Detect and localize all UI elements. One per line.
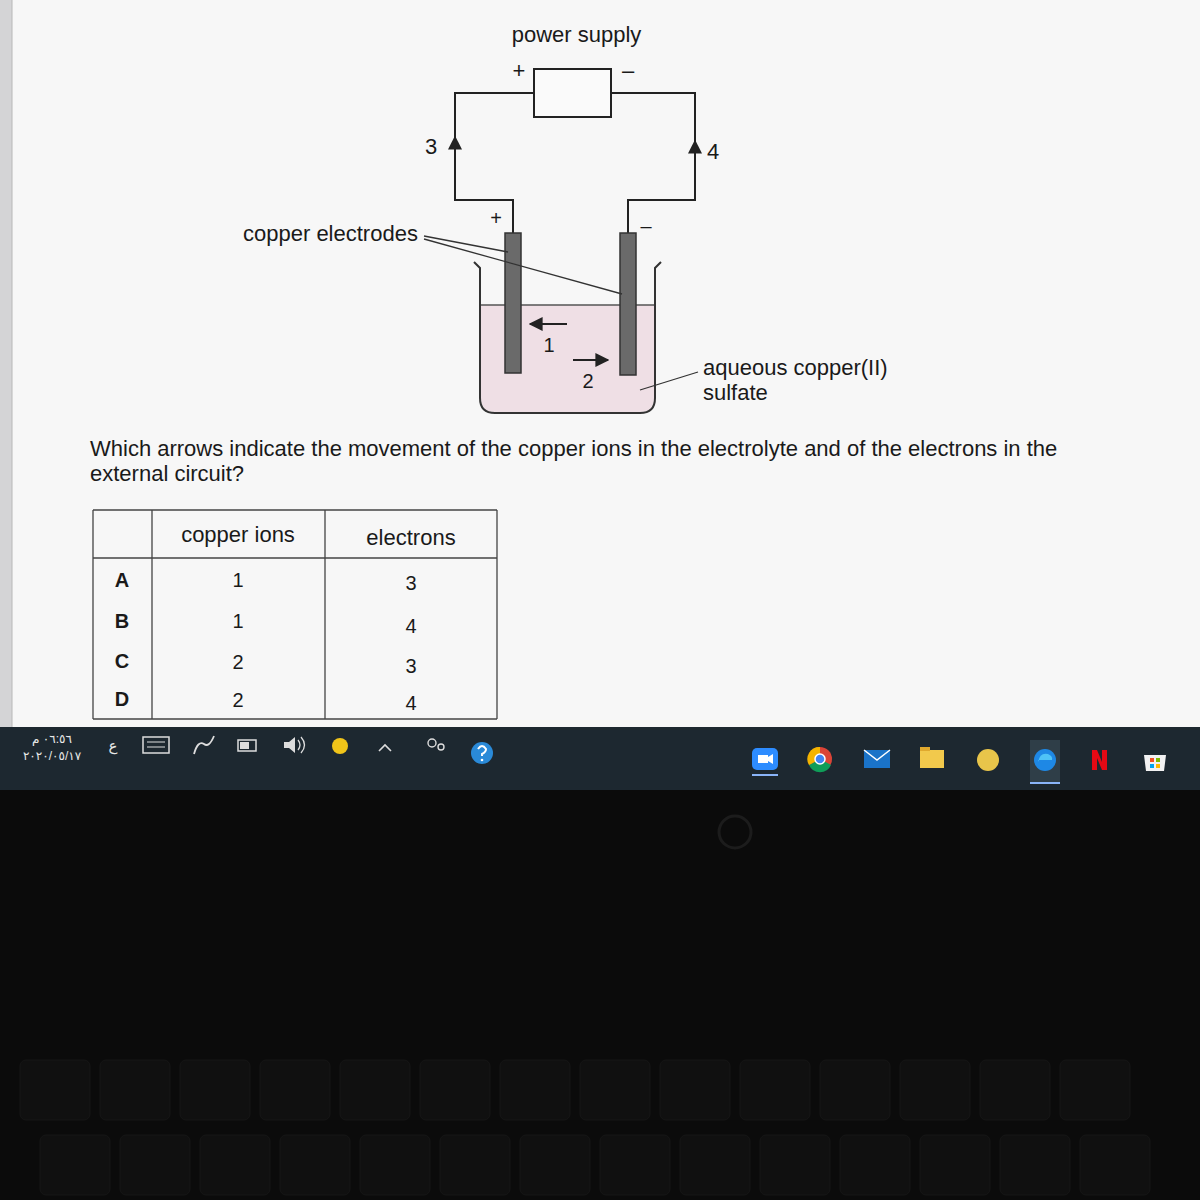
current-arrow (694, 141, 696, 162)
option-letter: C (115, 650, 129, 673)
logo (719, 816, 751, 848)
electrode (505, 233, 521, 373)
callout-number: 2 (582, 370, 593, 393)
table-cell: 4 (405, 692, 416, 715)
table-grid (93, 510, 497, 719)
electrode (620, 233, 636, 375)
table-header: copper ions (181, 522, 295, 547)
window-edge (0, 0, 12, 727)
window-border (12, 0, 13, 727)
wire (455, 93, 533, 233)
callout-number: 3 (425, 134, 437, 159)
option-letter: D (115, 688, 129, 711)
screen (0, 0, 1200, 727)
callout-number: 1 (543, 334, 554, 357)
option-letter: A (115, 569, 129, 592)
clock-date: ٢٠٢٠/٠٥/١٧ (23, 750, 81, 764)
option-letter: B (115, 610, 129, 633)
table-header: electrons (366, 525, 455, 550)
leader-line (424, 236, 508, 252)
table-cell: 3 (405, 655, 416, 678)
table-cell: 2 (232, 689, 243, 712)
terminal-sign: – (622, 58, 634, 83)
table-cell: 2 (232, 651, 243, 674)
table-cell: 4 (405, 615, 416, 638)
table-cell: 3 (405, 572, 416, 595)
current-arrow (454, 137, 456, 158)
question-text: Which arrows indicate the movement of th… (90, 436, 1120, 487)
tray-icons (143, 736, 493, 764)
callout-number: 4 (707, 139, 719, 164)
box-outline (533, 68, 612, 118)
part-label: aqueous copper(II) sulfate (703, 355, 903, 406)
input-language: ع (109, 737, 118, 754)
ion-arrow (530, 323, 567, 325)
app-icons (752, 740, 1166, 784)
terminal-sign: – (640, 215, 651, 238)
table-cell: 1 (232, 610, 243, 633)
terminal-sign: + (490, 207, 502, 230)
wire (612, 93, 695, 233)
clock-time: ٠٦:٥٦ م (32, 733, 72, 747)
box-heading: power supply (497, 22, 656, 48)
leader-line (424, 239, 622, 294)
ion-arrow (573, 359, 608, 361)
terminal-sign: + (513, 58, 526, 83)
laptop-body (0, 790, 1200, 1200)
keyboard (20, 1060, 1150, 1195)
table-cell: 1 (232, 569, 243, 592)
leader-line (640, 372, 698, 390)
taskbar (0, 727, 1200, 790)
power-supply-box: power supply (497, 22, 656, 118)
part-label: copper electrodes (243, 221, 418, 246)
